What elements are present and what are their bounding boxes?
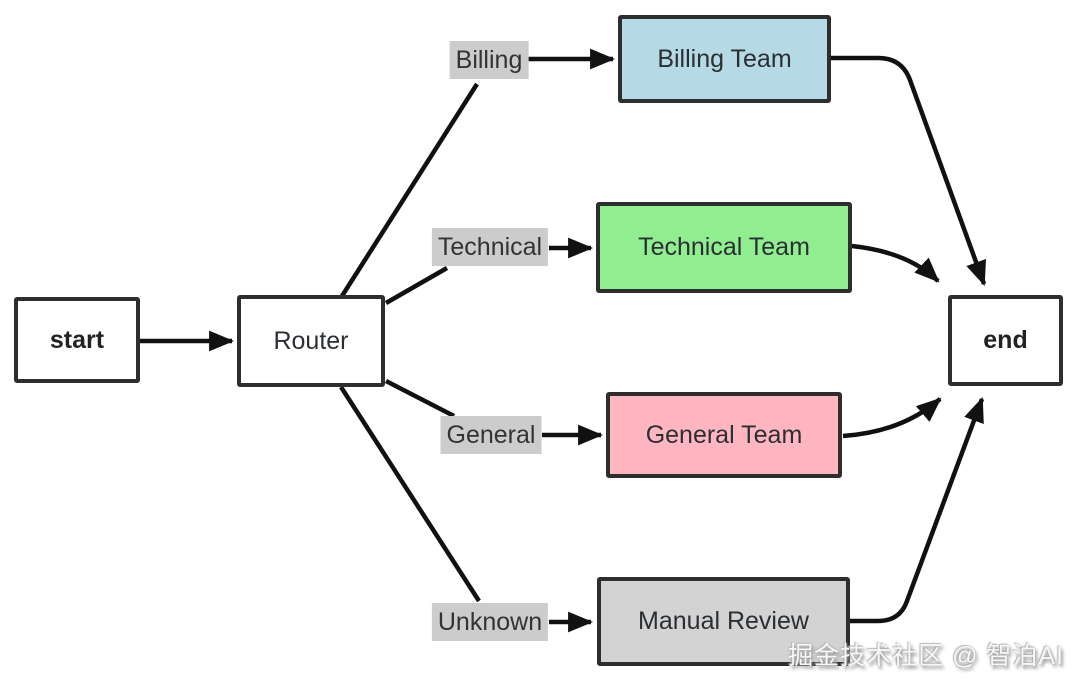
node-end: end: [948, 295, 1063, 386]
edge-router-technical-label: [384, 266, 449, 305]
edge-label-unknown: Unknown: [431, 603, 549, 641]
edge-general-team-end: [842, 397, 942, 439]
node-manual-review: Manual Review: [597, 577, 850, 666]
edge-label-billing: Billing: [449, 41, 529, 79]
edge-billing-team-end: [831, 55, 987, 286]
node-router: Router: [237, 295, 385, 387]
edge-router-general-label: [384, 378, 456, 419]
edge-technical-team-end: [851, 243, 940, 283]
node-technical-team: Technical Team: [596, 202, 852, 293]
node-start: start: [14, 297, 140, 383]
node-billing-team: Billing Team: [618, 15, 831, 103]
edge-router-billing-label: [340, 82, 479, 298]
edge-label-technical: Technical: [431, 228, 549, 266]
edge-label-general: General: [440, 416, 542, 454]
edge-manual-review-end: [850, 397, 985, 624]
node-general-team: General Team: [606, 392, 842, 478]
edge-router-unknown-label: [339, 385, 481, 603]
watermark-text: 掘金技术社区 @ 智泊AI: [788, 642, 1064, 670]
